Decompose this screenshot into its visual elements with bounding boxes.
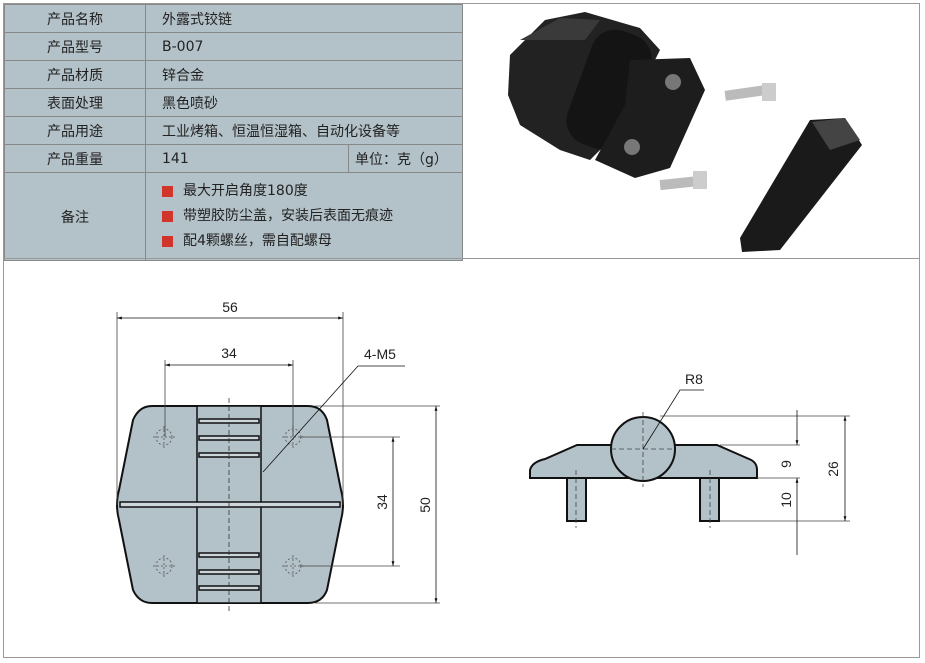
bullet-square-icon bbox=[162, 236, 173, 247]
note-text: 带塑胶防尘盖，安装后表面无痕迹 bbox=[183, 208, 393, 224]
front-view-drawing: 56 34 4-M5 34 50 bbox=[116, 299, 440, 612]
section-divider bbox=[3, 258, 920, 259]
notes-label: 备注 bbox=[4, 172, 146, 261]
dim-hole-spec: 4-M5 bbox=[364, 346, 396, 362]
note-item: 配4颗螺丝，需自配螺母 bbox=[162, 229, 462, 254]
page-frame bbox=[3, 3, 920, 658]
weight-unit: 单位：克（g） bbox=[348, 144, 463, 173]
mounting-holes bbox=[153, 426, 304, 577]
spec-label: 产品用途 bbox=[4, 116, 146, 145]
note-item: 最大开启角度180度 bbox=[162, 179, 462, 204]
dim-height: 50 bbox=[417, 497, 433, 513]
notes-cell: 最大开启角度180度 带塑胶防尘盖，安装后表面无痕迹 配4颗螺丝，需自配螺母 bbox=[145, 172, 463, 261]
table-row: 备注 最大开启角度180度 带塑胶防尘盖，安装后表面无痕迹 配4颗螺丝，需自配螺… bbox=[4, 172, 463, 261]
note-text: 配4颗螺丝，需自配螺母 bbox=[183, 233, 332, 249]
spec-value: 黑色喷砂 bbox=[145, 88, 463, 117]
dim-hole-spacing-y: 34 bbox=[374, 494, 390, 510]
table-row: 产品用途工业烤箱、恒温恒湿箱、自动化设备等 bbox=[4, 116, 463, 145]
spec-value: 工业烤箱、恒温恒湿箱、自动化设备等 bbox=[145, 116, 463, 145]
table-row: 表面处理黑色喷砂 bbox=[4, 88, 463, 117]
dim-total-height: 26 bbox=[825, 461, 841, 477]
note-item: 带塑胶防尘盖，安装后表面无痕迹 bbox=[162, 204, 462, 229]
bullet-square-icon bbox=[162, 211, 173, 222]
dim-radius: R8 bbox=[685, 371, 703, 387]
table-row: 产品材质锌合金 bbox=[4, 60, 463, 89]
side-view-drawing: R8 9 10 26 bbox=[529, 371, 850, 555]
note-text: 最大开启角度180度 bbox=[183, 183, 308, 199]
dim-peg: 10 bbox=[778, 492, 794, 508]
dim-width: 56 bbox=[222, 299, 238, 315]
bullet-square-icon bbox=[162, 186, 173, 197]
product-photo bbox=[508, 12, 862, 252]
spec-label: 产品重量 bbox=[4, 144, 146, 173]
spec-value: 锌合金 bbox=[145, 60, 463, 89]
spec-label: 产品型号 bbox=[4, 32, 146, 61]
dim-hole-spacing-x: 34 bbox=[221, 345, 237, 361]
dim-plate: 9 bbox=[778, 460, 794, 468]
